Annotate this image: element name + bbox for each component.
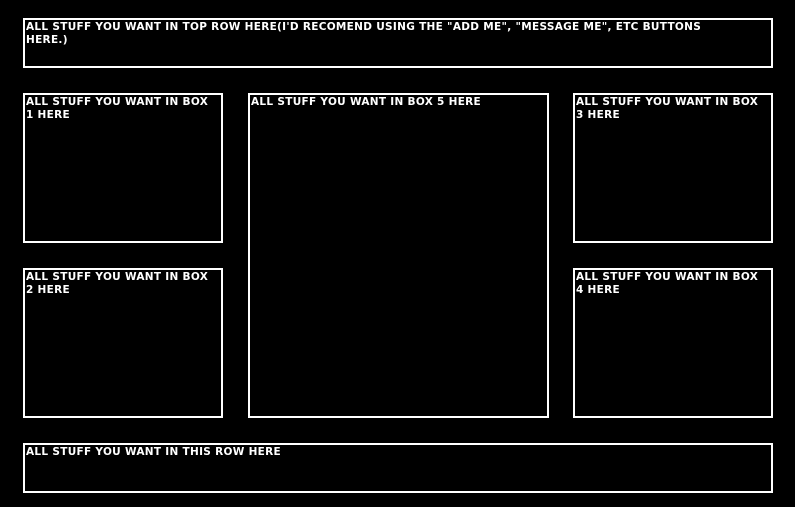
box-4-text: ALL STUFF YOU WANT IN BOX 4 HERE [576,271,759,296]
box-1-text: ALL STUFF YOU WANT IN BOX 1 HERE [26,96,209,121]
box-2-text: ALL STUFF YOU WANT IN BOX 2 HERE [26,271,209,296]
box-2: ALL STUFF YOU WANT IN BOX 2 HERE [23,268,223,418]
box-3: ALL STUFF YOU WANT IN BOX 3 HERE [573,93,773,243]
box-3-text: ALL STUFF YOU WANT IN BOX 3 HERE [576,96,759,121]
top-row-text: ALL STUFF YOU WANT IN TOP ROW HERE(I'D R… [26,21,702,46]
box-5: ALL STUFF YOU WANT IN BOX 5 HERE [248,93,549,418]
bottom-row-box: ALL STUFF YOU WANT IN THIS ROW HERE [23,443,773,493]
box-4: ALL STUFF YOU WANT IN BOX 4 HERE [573,268,773,418]
top-row-box: ALL STUFF YOU WANT IN TOP ROW HERE(I'D R… [23,18,773,68]
box-1: ALL STUFF YOU WANT IN BOX 1 HERE [23,93,223,243]
bottom-row-text: ALL STUFF YOU WANT IN THIS ROW HERE [26,446,281,458]
box-5-text: ALL STUFF YOU WANT IN BOX 5 HERE [251,96,482,108]
